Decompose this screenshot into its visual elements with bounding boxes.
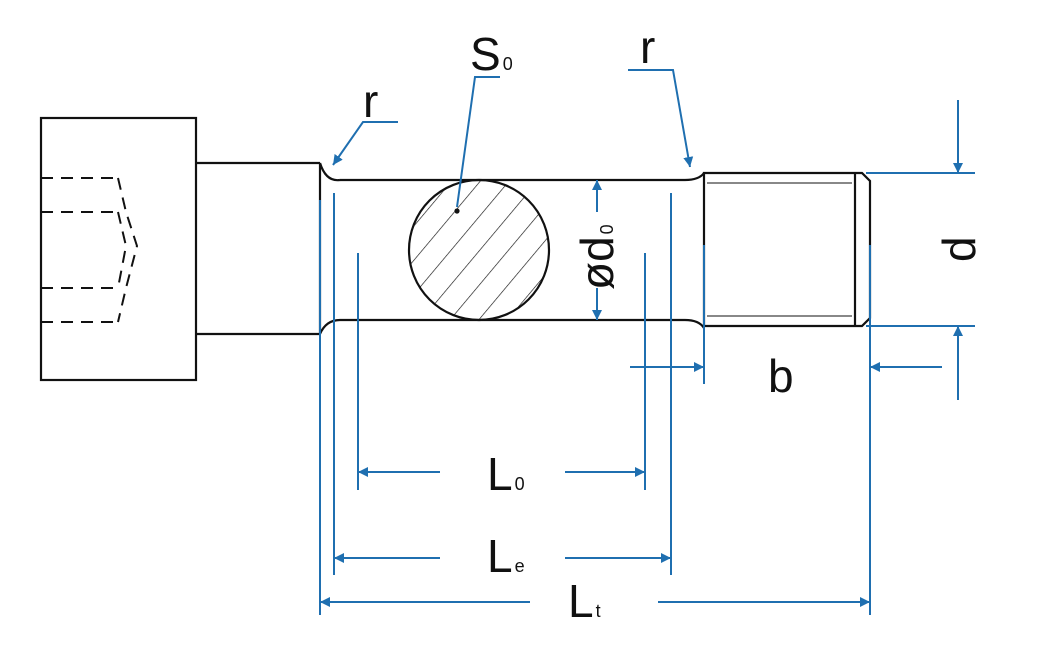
r-right-leader	[628, 69, 694, 168]
label-d0-sub: 0	[597, 224, 617, 234]
cross-section-hatch	[407, 178, 551, 322]
specimen-neck	[196, 161, 320, 336]
label-s0-main: S	[470, 28, 501, 80]
left-shoulder	[318, 162, 341, 335]
r-left-leader	[332, 121, 398, 166]
label-lt-sub: t	[596, 601, 601, 621]
label-le-sub: e	[515, 556, 525, 576]
label-s0-sub: 0	[503, 54, 513, 74]
label-d: d	[933, 236, 985, 262]
cross-section-center-dot	[454, 208, 460, 214]
threaded-end	[702, 171, 872, 328]
hex-socket-hidden-lines	[41, 177, 139, 323]
right-shoulder	[684, 172, 705, 329]
label-r-right: r	[640, 21, 655, 73]
dimension-lines	[319, 69, 975, 615]
label-d0-main: ød	[571, 236, 623, 290]
label-b: b	[768, 350, 794, 402]
label-r-left: r	[363, 75, 378, 127]
label-l0-main: L	[487, 448, 513, 500]
s0-leader	[456, 76, 500, 208]
thread-root-lines	[707, 182, 852, 317]
gauge-section	[340, 178, 685, 322]
label-le-main: L	[487, 530, 513, 582]
specimen-head	[39, 116, 198, 382]
label-lt-main: L	[568, 575, 594, 627]
cross-section-s0	[407, 178, 551, 322]
label-d0: ød 0	[571, 224, 623, 290]
label-l0-sub: 0	[515, 474, 525, 494]
